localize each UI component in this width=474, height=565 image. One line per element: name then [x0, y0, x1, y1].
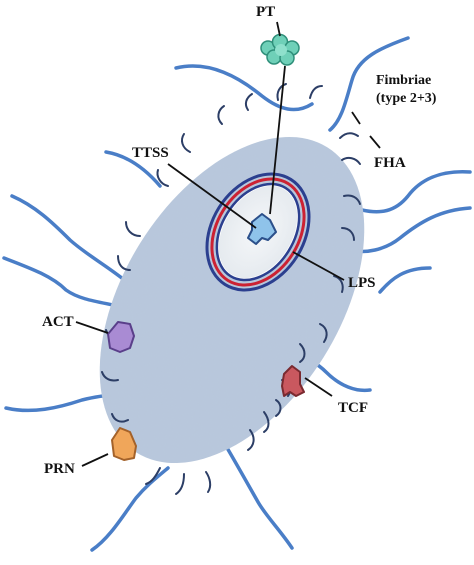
act-toxin — [107, 321, 135, 353]
ttss-shape — [247, 213, 277, 245]
fimbriae — [2, 36, 472, 552]
pt-toxin — [260, 33, 300, 66]
labels: PT Fimbriae (type 2+3) TTSS FHA LPS ACT … — [42, 4, 437, 477]
label-fha: FHA — [374, 155, 406, 171]
label-pt: PT — [256, 4, 275, 20]
label-ttss: TTSS — [132, 145, 169, 161]
prn-adhesin — [111, 427, 137, 461]
label-lps: LPS — [348, 275, 376, 291]
label-act: ACT — [42, 314, 74, 330]
bacterial-cell — [99, 136, 365, 464]
leader-lines — [75, 21, 381, 467]
label-tcf: TCF — [338, 400, 368, 416]
label-fimbriae-line2: (type 2+3) — [376, 91, 437, 106]
tcf-factor — [281, 365, 305, 397]
label-fimbriae-line1: Fimbriae — [376, 73, 431, 88]
label-prn: PRN — [44, 461, 75, 477]
